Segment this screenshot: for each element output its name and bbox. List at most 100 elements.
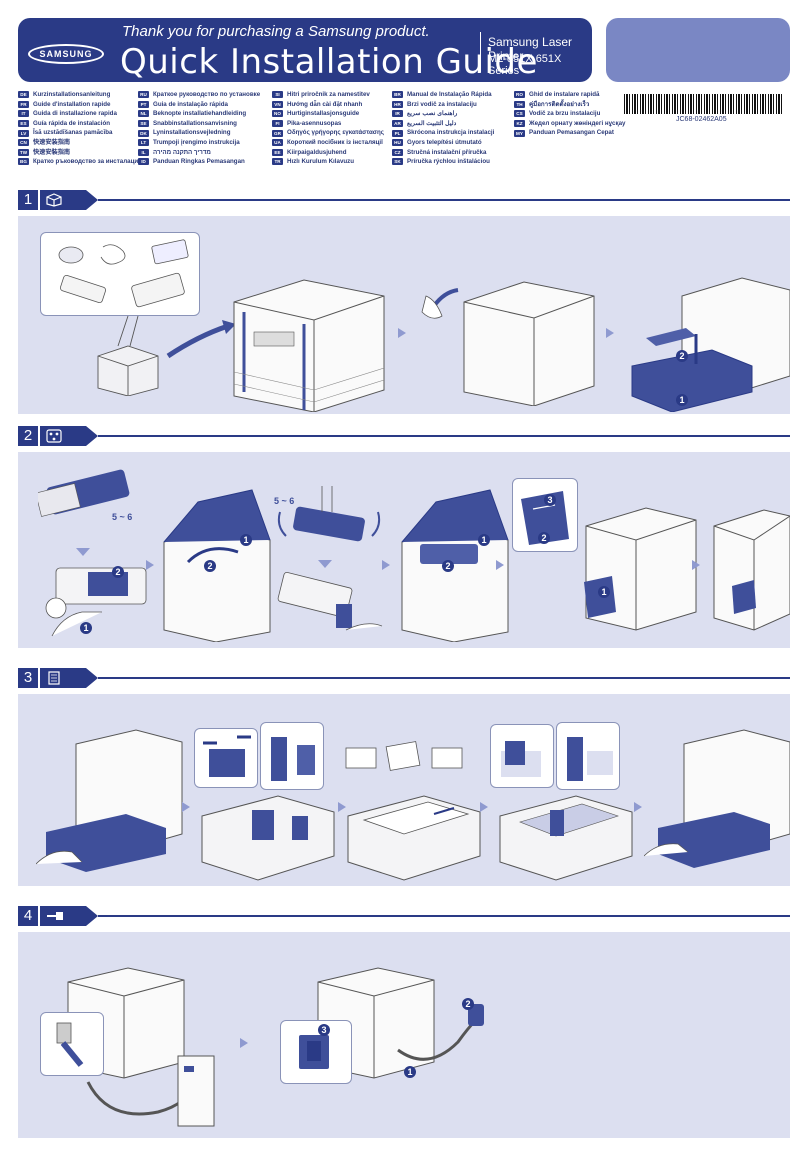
callout-1: 1	[240, 534, 252, 546]
pull-out-tray-illustration	[36, 729, 183, 872]
callout-2: 2	[676, 350, 688, 362]
corner-box	[606, 18, 790, 82]
fan-paper-illustration	[345, 741, 463, 771]
usb-cable-to-pc-illustration	[86, 1055, 215, 1127]
header-divider	[480, 32, 481, 72]
model-series: ML-551X 651X Series	[488, 53, 562, 77]
guide-check-inset	[490, 724, 554, 788]
adjust-guides-illustration	[201, 795, 335, 881]
package-contents-inset	[40, 232, 200, 316]
callout-2: 2	[204, 560, 216, 572]
callout-1: 1	[80, 622, 92, 634]
step-3-panel	[18, 694, 790, 886]
thank-you-text: Thank you for purchasing a Samsung produ…	[122, 23, 430, 40]
printer-unpacked-illustration	[233, 279, 385, 412]
next-arrow	[398, 328, 406, 338]
pull-tab-illustration	[277, 571, 383, 631]
shake-count-label: 5 ~ 6	[112, 512, 133, 522]
close-front-cover-illustration	[713, 509, 790, 631]
step-number: 3	[18, 668, 38, 688]
next-arrow	[382, 560, 390, 570]
callout-1: 1	[676, 394, 688, 406]
step-arrow	[68, 426, 98, 446]
step-rule	[98, 915, 790, 917]
header-banner: SAMSUNG Thank you for purchasing a Samsu…	[18, 18, 592, 82]
paper-stack-icon	[40, 668, 68, 688]
step-number: 1	[18, 190, 38, 210]
power-switch-inset	[280, 1020, 352, 1084]
guide-squeeze-inset	[194, 728, 258, 788]
step-4-header: 4	[18, 906, 790, 926]
remove-tray-packing-illustration	[631, 277, 790, 412]
box-icon	[40, 190, 68, 210]
close-side-cover-illustration	[584, 507, 697, 631]
step-1-panel: 2 1	[18, 216, 790, 414]
product-name: Samsung Laser Printer	[488, 35, 573, 63]
next-arrow	[692, 560, 700, 570]
callout-2: 2	[112, 566, 124, 578]
step-arrow	[68, 906, 98, 926]
step-rule	[98, 199, 790, 201]
shake-toner-illustration	[277, 486, 381, 542]
callout-2: 2	[442, 560, 454, 572]
open-top-cover-illustration	[163, 489, 271, 642]
callout-1: 1	[478, 534, 490, 546]
insert-tray-illustration	[644, 729, 790, 868]
remove-seal-illustration	[45, 567, 147, 637]
guide-slide-inset	[260, 722, 324, 790]
callout-2: 2	[462, 998, 474, 1010]
next-arrow	[606, 328, 614, 338]
paper-loaded-illustration	[499, 795, 633, 881]
samsung-logo: SAMSUNG	[28, 44, 104, 64]
page-title: Quick Installation Guide	[120, 42, 538, 82]
unpack-toner-illustration	[38, 469, 130, 517]
remove-tape-illustration	[421, 281, 595, 406]
callout-2: 2	[538, 532, 550, 544]
step-4-panel: 3 2 1	[18, 932, 790, 1138]
barcode	[624, 94, 782, 114]
usb-port-inset	[40, 1012, 104, 1076]
down-arrow	[76, 548, 90, 556]
step-1-header: 1	[18, 190, 790, 210]
step-arrow	[68, 668, 98, 688]
shake-count-label: 5 ~ 6	[274, 496, 295, 506]
guide-adjust-inset	[556, 722, 620, 790]
next-arrow	[146, 560, 154, 570]
insert-toner-illustration	[401, 489, 509, 642]
step-number: 2	[18, 426, 38, 446]
step-rule	[98, 677, 790, 679]
callout-3: 3	[318, 1024, 330, 1036]
